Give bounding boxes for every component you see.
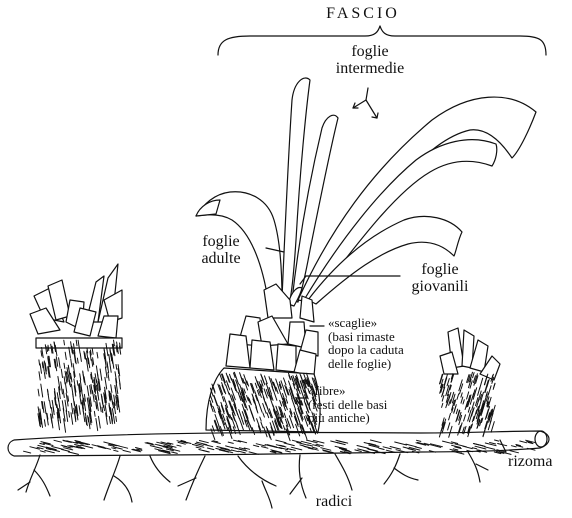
central-scales (226, 284, 318, 376)
scales-line1: «scaglie» (328, 316, 404, 330)
scales-label: «scaglie» (basi rimaste dopo la caduta d… (328, 316, 404, 371)
young-leaves-line1: foglie (398, 262, 482, 279)
right-fibre-bundle (439, 328, 500, 437)
adult-leaves-line2: adulte (182, 251, 260, 268)
rhizome-label: rizoma (508, 454, 552, 471)
young-leaves-line2: giovanili (398, 279, 482, 296)
scales-line2: (basi rimaste (328, 330, 404, 344)
roots-label: radici (304, 494, 364, 511)
fibres-line2: (resti delle basi (308, 398, 387, 412)
fascio-title: FASCIO (308, 6, 418, 23)
central-fibre-base (206, 368, 320, 441)
roots (18, 452, 488, 508)
intermediate-leaves-line1: foglie (318, 44, 422, 61)
central-leaves (196, 78, 536, 306)
young-leaves-label: foglie giovanili (398, 262, 482, 296)
intermediate-pointer-arrows (353, 88, 378, 118)
adult-leaves-line1: foglie (182, 234, 260, 251)
fibres-line1: «fibre» (308, 384, 387, 398)
intermediate-leaves-label: foglie intermedie (318, 44, 422, 78)
scales-line3: dopo la caduta (328, 343, 404, 357)
intermediate-leaves-line2: intermedie (318, 61, 422, 78)
left-fibre-bundle (30, 264, 122, 432)
fibres-label: «fibre» (resti delle basi più antiche) (308, 384, 387, 425)
adult-leaves-label: foglie adulte (182, 234, 260, 268)
fibres-line3: più antiche) (308, 411, 387, 425)
scales-line4: delle foglie) (328, 357, 404, 371)
